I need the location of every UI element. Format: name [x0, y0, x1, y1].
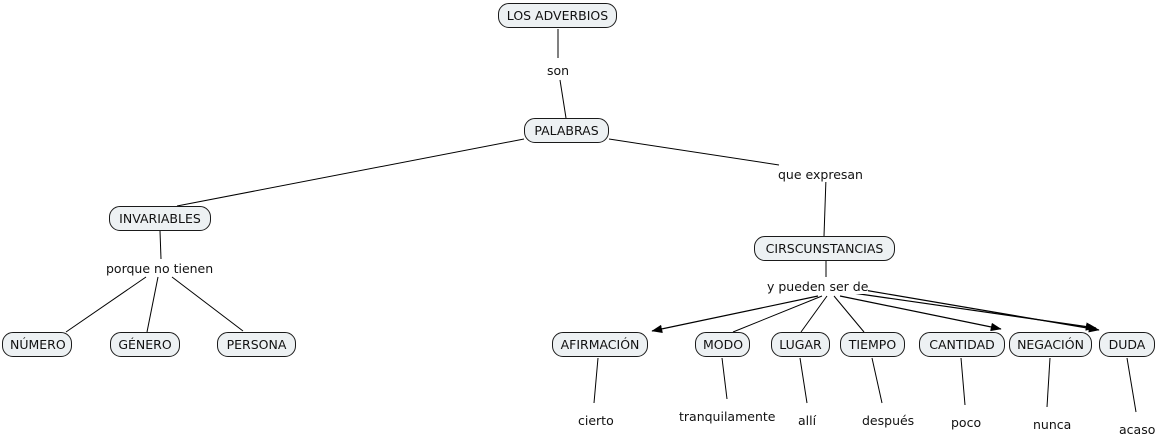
- node-cantidad[interactable]: CANTIDAD: [919, 332, 1005, 357]
- edge-porque-numero: [65, 276, 147, 333]
- edge-son-palabras: [559, 79, 567, 119]
- link-label-porque-no-tienen: porque no tienen: [106, 261, 214, 276]
- edge-pueden-modo: [732, 295, 823, 333]
- edge-que-expresan-circunstancias: [823, 177, 827, 237]
- node-palabras[interactable]: PALABRAS: [524, 118, 609, 143]
- node-genero[interactable]: GÉNERO: [110, 332, 180, 357]
- node-afirmacion[interactable]: AFIRMACIÓN: [552, 332, 648, 357]
- edge-pueden-duda: [863, 289, 1100, 333]
- link-label-son: son: [547, 63, 570, 78]
- edge-invariables-porque: [159, 230, 162, 260]
- edge-lugar-alli: [799, 357, 808, 404]
- edge-pueden-afirmacion: [651, 295, 819, 334]
- node-tiempo[interactable]: TIEMPO: [840, 332, 905, 357]
- node-cirscunstancias[interactable]: CIRSCUNSTANCIAS: [754, 236, 895, 261]
- link-label-y-pueden-ser-de: y pueden ser de: [767, 279, 869, 294]
- link-label-que-expresan: que expresan: [778, 167, 863, 182]
- node-persona[interactable]: PERSONA: [217, 332, 296, 357]
- edge-pueden-tiempo: [833, 295, 865, 333]
- example-label-poco: poco: [951, 415, 982, 430]
- example-label-nunca: nunca: [1033, 417, 1072, 432]
- edge-modo-tranquilamente: [721, 357, 728, 400]
- node-duda[interactable]: DUDA: [1099, 332, 1155, 357]
- edge-palabras-invariables: [176, 138, 525, 207]
- edge-tiempo-despues: [871, 357, 883, 404]
- example-label-alli: allí: [798, 413, 817, 428]
- node-lugar[interactable]: LUGAR: [771, 332, 830, 357]
- example-label-acaso: acaso: [1119, 422, 1156, 437]
- edge-cantidad-poco: [960, 357, 966, 406]
- edge-palabras-que-expresan: [608, 138, 780, 166]
- node-numero[interactable]: NÚMERO: [2, 332, 72, 357]
- node-modo[interactable]: MODO: [695, 332, 750, 357]
- example-label-cierto: cierto: [578, 413, 614, 428]
- node-invariables[interactable]: INVARIABLES: [109, 206, 211, 231]
- edge-porque-genero: [146, 276, 159, 333]
- edge-pueden-lugar: [800, 295, 828, 333]
- example-label-tranquilamente: tranquilamente: [679, 409, 776, 424]
- edge-pueden-cantidad: [839, 295, 1002, 332]
- node-los-adverbios[interactable]: LOS ADVERBIOS: [498, 3, 617, 28]
- edge-porque-persona: [171, 276, 244, 332]
- node-negacion[interactable]: NEGACIÓN: [1009, 332, 1092, 357]
- example-label-despues: después: [862, 413, 915, 428]
- edge-duda-acaso: [1126, 357, 1137, 413]
- edge-negacion-nunca: [1046, 357, 1051, 408]
- edge-afirmacion-cierto: [593, 357, 599, 404]
